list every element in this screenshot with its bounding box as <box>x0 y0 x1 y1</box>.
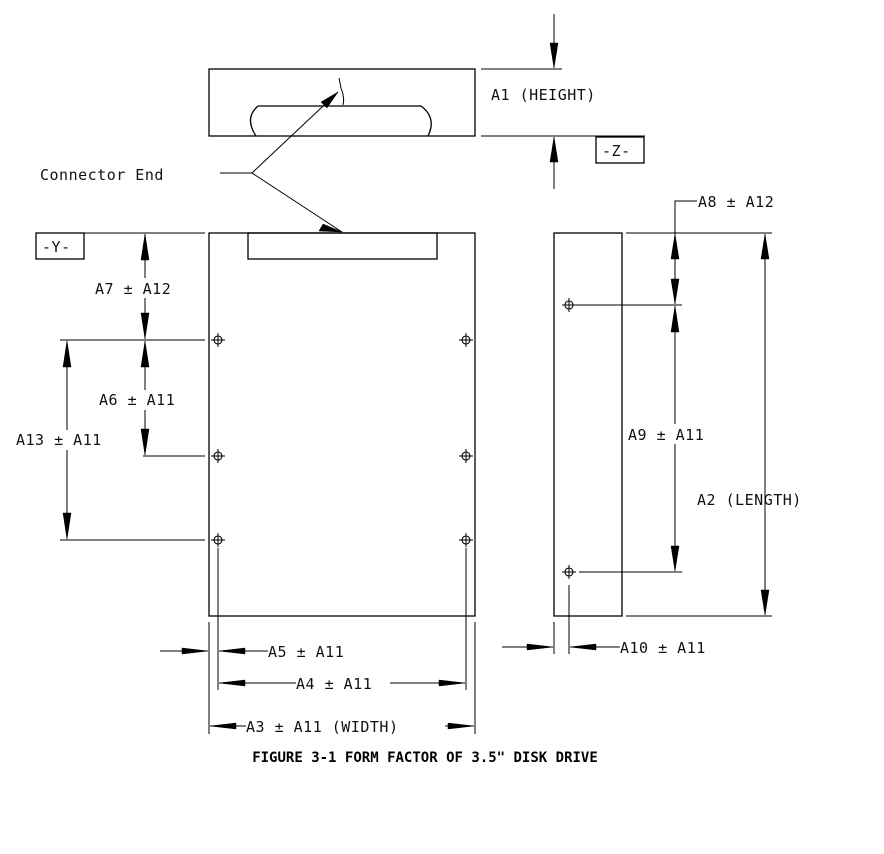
leader-arrow-front <box>318 223 343 233</box>
label-a4: A4 ± A11 <box>296 675 372 693</box>
a4-arrow-right <box>438 679 466 687</box>
drive-end-outline <box>208 68 476 137</box>
a9-label-bg <box>626 424 728 444</box>
mounting-hole-icon <box>211 449 225 463</box>
datum-z-box <box>595 136 645 164</box>
label-connector-end: Connector End <box>40 166 164 184</box>
leader-arrow-top <box>320 91 339 109</box>
a8-leader <box>674 200 697 233</box>
drive-body-outline <box>208 232 476 617</box>
connector-end-view: A1 (HEIGHT) -Z- <box>208 14 645 189</box>
mounting-hole-icon <box>562 565 576 579</box>
a2-arrow-up <box>760 233 770 260</box>
leader-tick <box>338 77 345 106</box>
side-view: A8 ± A12 A9 ± A11 A2 (LENGTH) A10 ± A11 <box>502 193 802 657</box>
a9-arrow-down <box>670 545 680 572</box>
a2-arrow-down <box>760 589 770 616</box>
a6-arrow-down <box>140 428 150 456</box>
label-a8: A8 ± A12 <box>698 193 774 211</box>
a6-label-bg <box>96 390 196 410</box>
a6-arrow-up <box>140 340 150 368</box>
a10-arrow-left <box>569 643 597 651</box>
a8-arrow-down <box>670 278 680 305</box>
a13-arrow-down <box>62 512 72 540</box>
leader-to-top-view <box>251 91 339 174</box>
mounting-hole-icon <box>459 449 473 463</box>
label-a6: A6 ± A11 <box>99 391 175 409</box>
mounting-hole-icon <box>562 298 576 312</box>
a7-arrow-up <box>140 233 150 261</box>
label-a7: A7 ± A12 <box>95 280 171 298</box>
datum-z-label: -Z- <box>602 142 631 160</box>
drive-side-outline <box>553 232 623 617</box>
a1-arrow-down <box>549 42 559 69</box>
a8-arrow-up <box>670 233 680 260</box>
label-a5: A5 ± A11 <box>268 643 344 661</box>
connector-outline <box>247 232 438 260</box>
label-a10: A10 ± A11 <box>620 639 706 657</box>
a4-arrow-left <box>218 679 246 687</box>
label-a3: A3 ± A11 (WIDTH) <box>246 718 399 736</box>
a7-label-bg <box>92 278 200 298</box>
a9-arrow-up <box>670 305 680 333</box>
a1-arrow-up <box>549 136 559 163</box>
a5-arrow-right <box>181 647 209 655</box>
a7-arrow-down <box>140 312 150 340</box>
a13-label-bg <box>14 430 122 450</box>
connector-slot <box>249 105 432 137</box>
label-a13: A13 ± A11 <box>16 431 102 449</box>
mounting-hole-icon <box>459 333 473 347</box>
label-a2: A2 (LENGTH) <box>697 491 802 509</box>
datum-y-box <box>35 232 85 260</box>
bottom-view: -Y- A7 ± A12 A6 ± A11 A13 ± A11 <box>14 232 476 736</box>
mounting-hole-icon <box>211 533 225 547</box>
a3-arrow-left <box>209 722 237 730</box>
a10-arrow-right <box>526 643 554 651</box>
datum-y-label: -Y- <box>42 238 71 256</box>
a13-arrow-up <box>62 340 72 368</box>
label-a9: A9 ± A11 <box>628 426 704 444</box>
mounting-hole-icon <box>211 333 225 347</box>
leader-to-front-view <box>251 172 343 233</box>
connector-end-callout: Connector End <box>40 91 343 233</box>
mounting-hole-icon <box>459 533 473 547</box>
figure-caption: FIGURE 3-1 FORM FACTOR OF 3.5" DISK DRIV… <box>252 750 598 766</box>
a5-arrow-left <box>218 647 246 655</box>
a3-arrow-right <box>447 722 475 730</box>
label-a1: A1 (HEIGHT) <box>491 86 596 104</box>
